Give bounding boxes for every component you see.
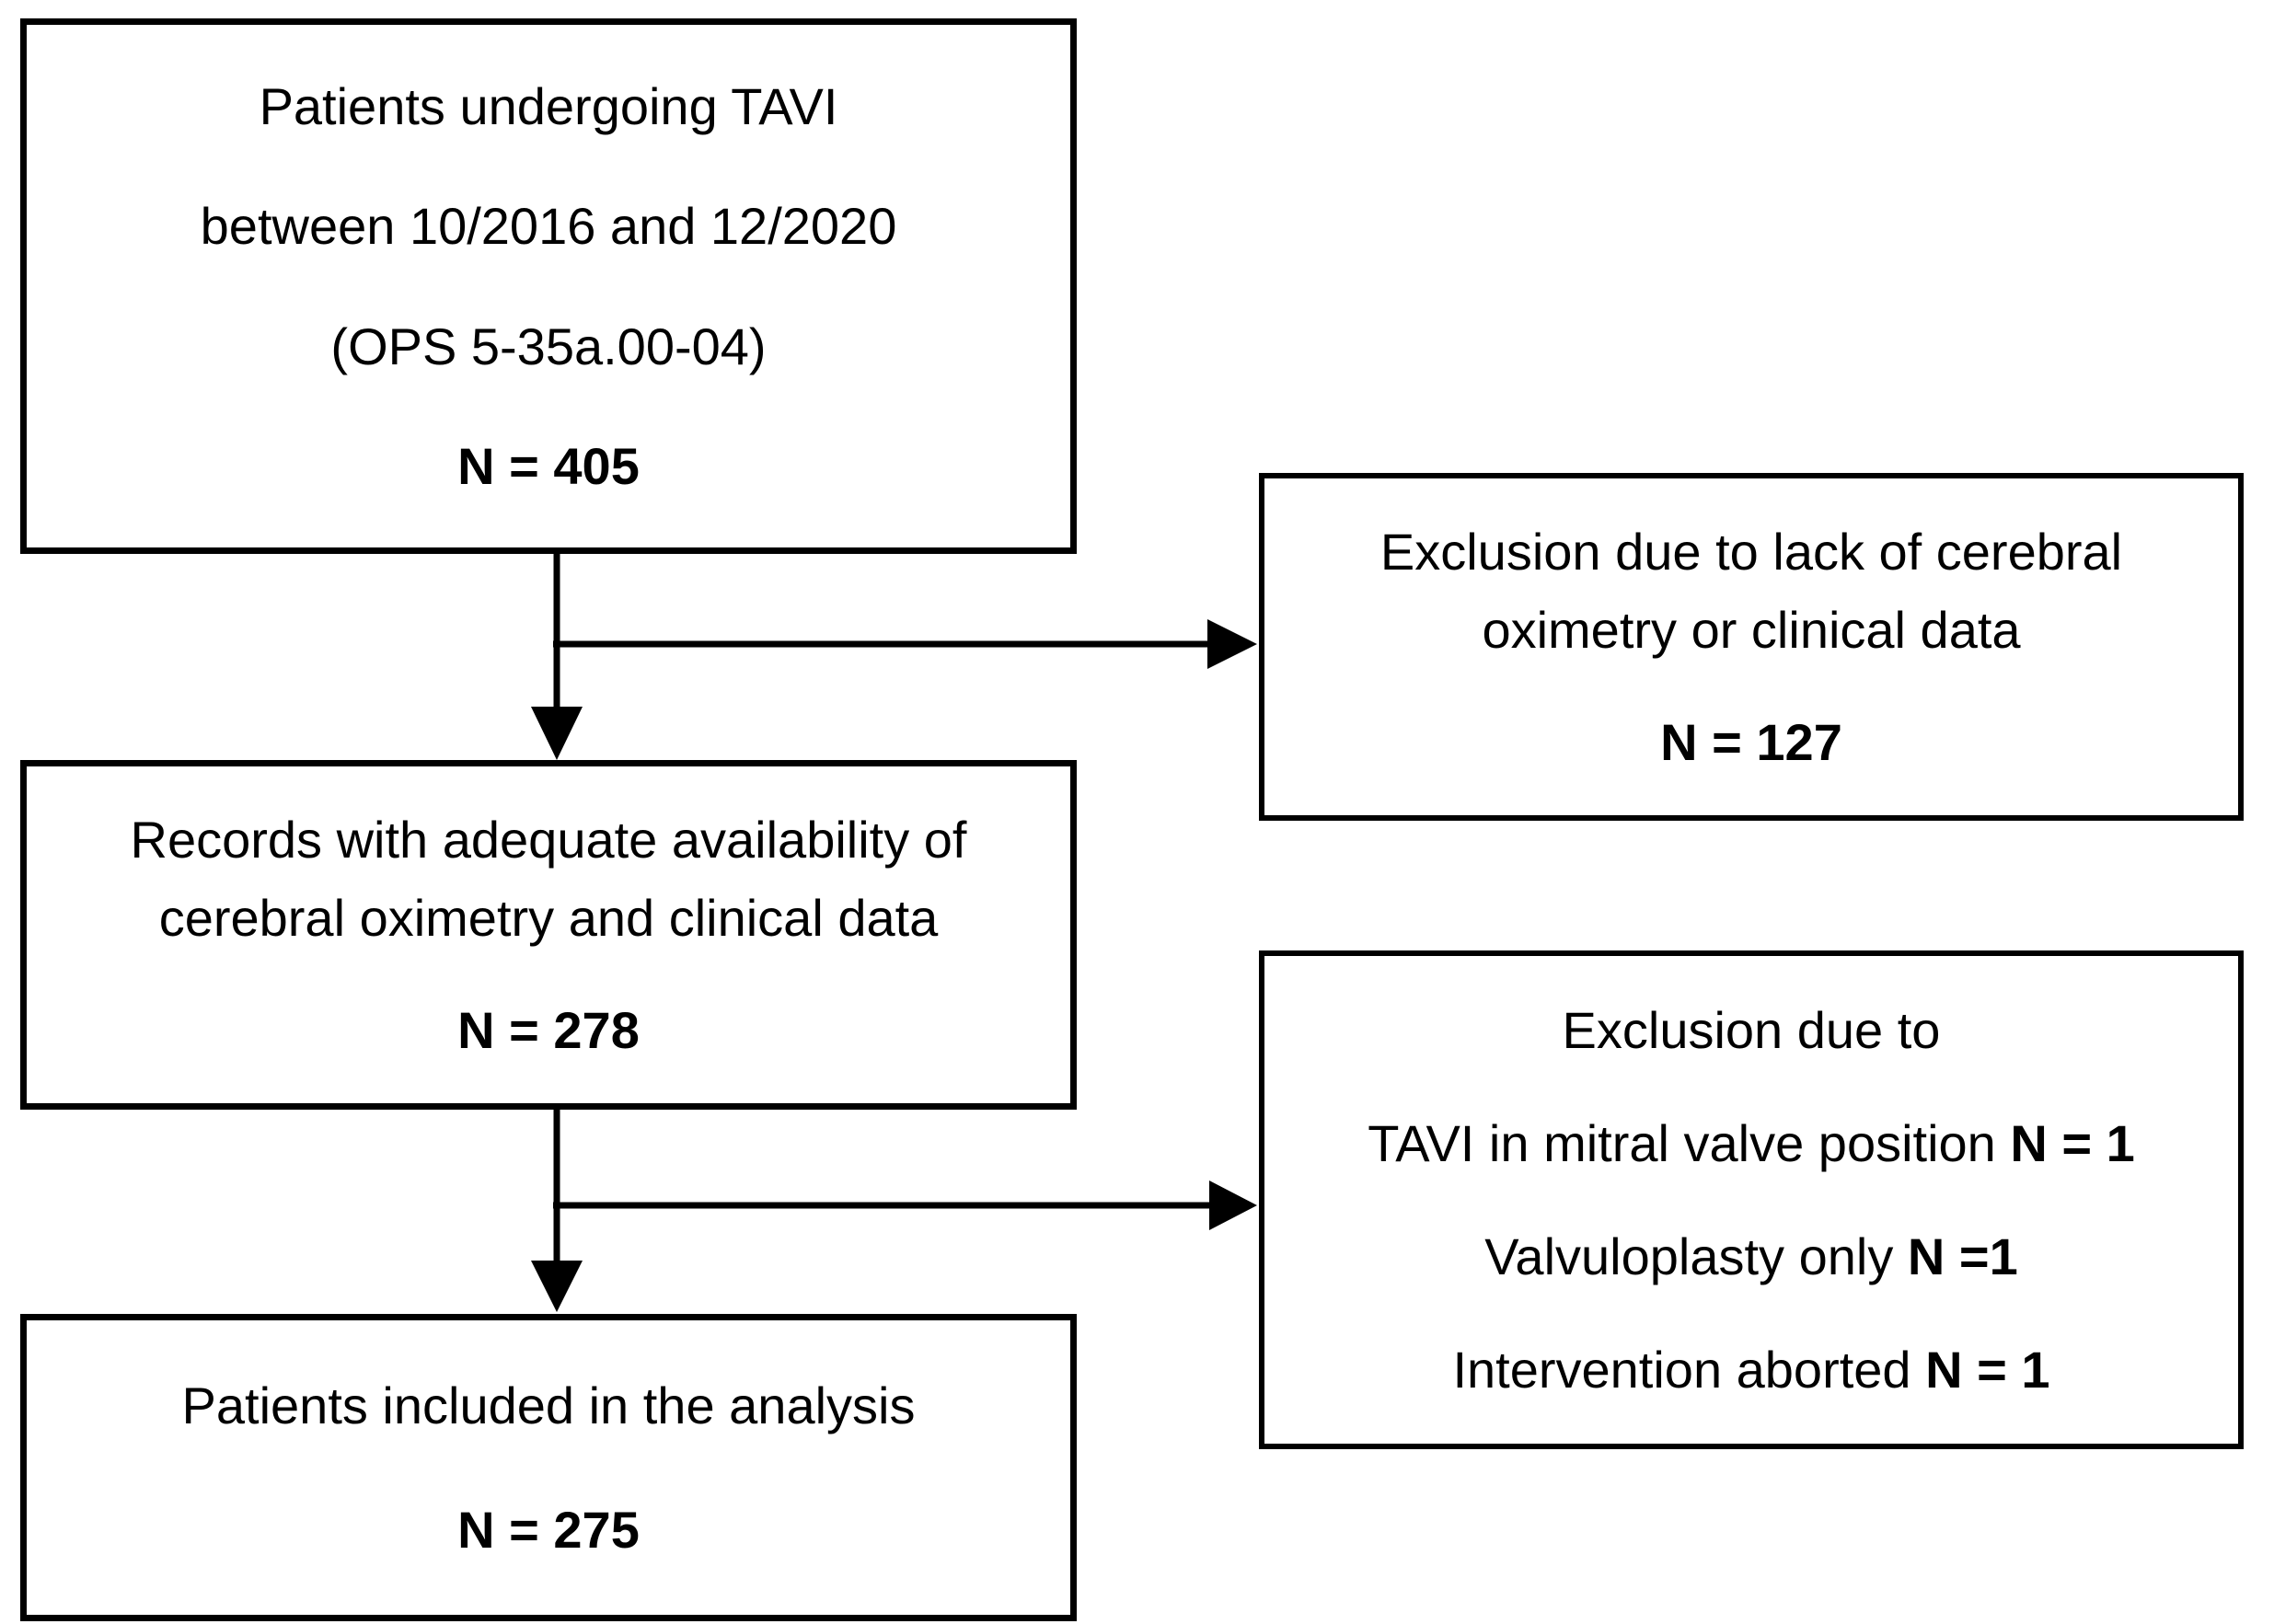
arrowhead-right-icon: [1209, 1181, 1257, 1230]
initial-title: Patients undergoing TAVI: [259, 76, 838, 135]
initial-ops-code: (OPS 5-35a.00-04): [330, 317, 767, 375]
exclusion-item-mitral-valve-n: N = 1: [2010, 1113, 2135, 1172]
records-n-count: N = 278: [457, 1001, 640, 1059]
exclusion-secondary-title: Exclusion due to: [1562, 1000, 1941, 1059]
box-patients-included: Patients included in the analysis N = 27…: [20, 1314, 1077, 1621]
arrow-branch-exclusion-secondary: [553, 1181, 1257, 1230]
arrow-branch-exclusion-primary: [553, 619, 1257, 669]
box-exclusion-other-reasons: Exclusion due to TAVI in mitral valve po…: [1259, 950, 2244, 1449]
exclusion-item-mitral-valve: TAVI in mitral valve position N = 1: [1368, 1104, 2135, 1182]
exclusion-item-aborted: Intervention aborted N = 1: [1452, 1330, 2049, 1409]
exclusion-item-valvuloplasty: Valvuloplasty only N =1: [1484, 1217, 2018, 1296]
box-patients-undergoing-tavi: Patients undergoing TAVI between 10/2016…: [20, 18, 1077, 554]
arrowhead-right-icon: [1207, 619, 1257, 669]
arrowhead-down-icon: [531, 1261, 583, 1312]
initial-n-count: N = 405: [457, 437, 640, 496]
included-n-count: N = 275: [457, 1500, 640, 1559]
box-adequate-records: Records with adequate availability of ce…: [20, 760, 1077, 1110]
exclusion-item-mitral-valve-label: TAVI in mitral valve position: [1368, 1113, 2011, 1172]
included-label: Patients included in the analysis: [181, 1376, 916, 1434]
exclusion-primary-n-count: N = 127: [1660, 713, 1842, 771]
box-exclusion-lack-of-data: Exclusion due to lack of cerebral oximet…: [1259, 473, 2244, 821]
arrow-records-to-included: [531, 1110, 583, 1312]
exclusion-item-valvuloplasty-label: Valvuloplasty only: [1484, 1227, 1908, 1285]
exclusion-item-aborted-n: N = 1: [1925, 1340, 2050, 1399]
arrowhead-down-icon: [531, 707, 583, 760]
exclusion-primary-label: Exclusion due to lack of cerebral oximet…: [1379, 522, 2123, 659]
exclusion-item-valvuloplasty-n: N =1: [1907, 1227, 2018, 1285]
exclusion-item-aborted-label: Intervention aborted: [1452, 1340, 1926, 1399]
arrow-initial-to-records: [531, 552, 583, 760]
initial-period: between 10/2016 and 12/2020: [200, 197, 897, 256]
records-label: Records with adequate availability of ce…: [130, 810, 967, 947]
